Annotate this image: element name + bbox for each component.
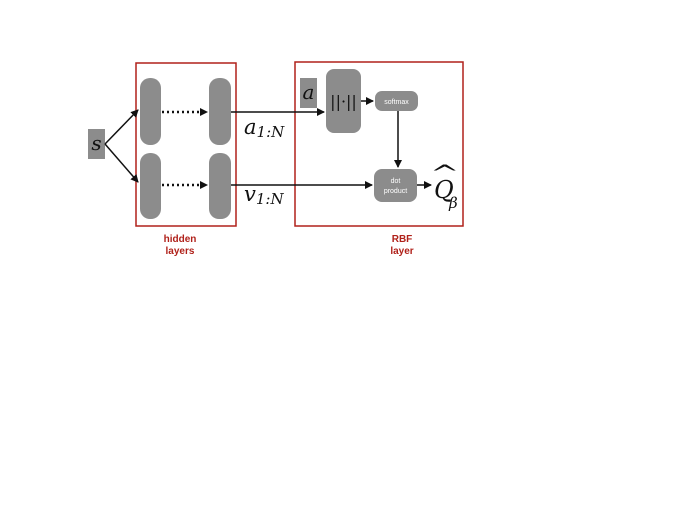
edge-a-label: a1:N bbox=[244, 115, 285, 141]
softmax-label: softmax bbox=[384, 99, 409, 106]
softmax-block bbox=[375, 91, 418, 111]
rbf-layer-label-line2: layer bbox=[390, 246, 413, 257]
hidden-layers-frame bbox=[135, 62, 237, 227]
hidden-unit-bottom-last bbox=[209, 153, 231, 219]
dot-product-label-line2: product bbox=[384, 188, 407, 195]
hidden-unit-top-first bbox=[140, 78, 161, 145]
dot-product-block bbox=[374, 169, 417, 202]
norm-label: ||·|| bbox=[330, 92, 357, 111]
action-input-block bbox=[300, 78, 317, 108]
hidden-layers-label-line1: hidden bbox=[164, 234, 197, 245]
edge-s-to-bottom-path bbox=[104, 143, 139, 183]
hidden-unit-top-last bbox=[209, 78, 231, 145]
output-subscript: β bbox=[448, 194, 458, 212]
rbf-layer-label-line1: RBF bbox=[392, 234, 413, 245]
hidden-layers-label-line2: layers bbox=[166, 246, 195, 257]
action-symbol: a bbox=[303, 80, 315, 104]
edge-v-label: v1:N bbox=[244, 182, 284, 208]
norm-block bbox=[326, 69, 361, 133]
rbf-layer-frame bbox=[294, 61, 464, 227]
output-symbol: Q bbox=[434, 176, 454, 204]
output-hat: ^ bbox=[430, 161, 459, 186]
state-input-block bbox=[88, 129, 105, 159]
hidden-unit-bottom-first bbox=[140, 153, 161, 219]
edge-s-to-top-path bbox=[104, 109, 139, 145]
dot-product-label-line1: dot bbox=[391, 178, 401, 185]
state-symbol: s bbox=[91, 131, 101, 155]
